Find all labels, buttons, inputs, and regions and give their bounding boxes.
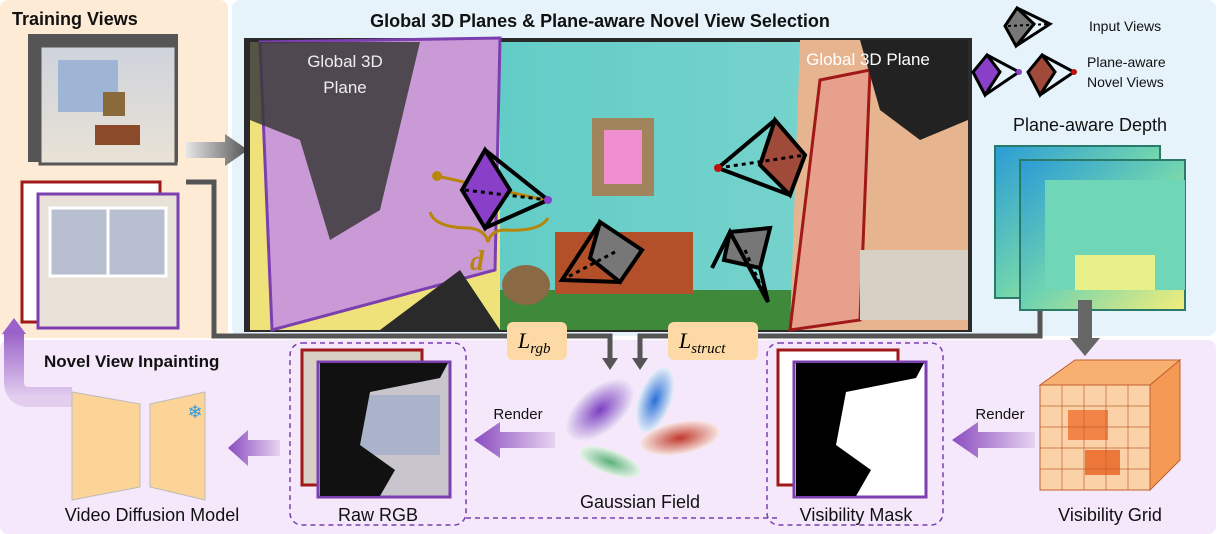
legend-novel-camera-red-icon (1026, 52, 1077, 98)
video-diffusion-model-icon (71, 391, 206, 501)
legend-novel-camera-purple-icon (971, 52, 1022, 98)
legend-novel-views-line2: Novel Views (1087, 74, 1164, 90)
legend-novel-views-line1: Plane-aware (1087, 54, 1166, 70)
connector-arrowhead (632, 358, 648, 370)
arrow-render-left (474, 422, 555, 458)
raw-rgb-images (300, 348, 452, 499)
arrow-depth-to-grid-head (1070, 338, 1100, 356)
svg-text:Lstruct: Lstruct (678, 328, 726, 357)
visibility-mask-images (776, 348, 928, 499)
svg-text:Lrgb: Lrgb (517, 328, 551, 357)
input-view-camera-1 (558, 218, 645, 285)
arrow-depth-to-grid (1078, 300, 1092, 340)
connector-arrowhead (602, 358, 618, 370)
plane-label-left-line2: Plane (323, 78, 366, 97)
visibility-grid-label: Visibility Grid (1058, 505, 1162, 525)
visibility-grid-cube (1038, 358, 1182, 492)
gaussian-field-ellipses (566, 367, 720, 478)
video-diffusion-label: Video Diffusion Model (65, 505, 239, 525)
legend-input-views: Input Views (1089, 18, 1161, 34)
input-view-camera-2 (710, 225, 773, 303)
plane-aware-depth-maps (994, 145, 1186, 311)
distance-symbol: d (470, 246, 485, 277)
connector-lstruct (637, 300, 1043, 360)
plane-label-right: Global 3D Plane (806, 50, 930, 69)
arrow-to-diffusion (228, 430, 280, 466)
gaussian-field-label: Gaussian Field (580, 492, 700, 512)
training-views-title: Training Views (12, 9, 138, 29)
novel-view-camera-red (714, 116, 808, 199)
novel-view-camera-purple (459, 146, 552, 232)
plane-label-left-line1: Global 3D (307, 52, 383, 71)
scene-render (244, 36, 972, 332)
arrow-back-to-training (4, 332, 72, 407)
render-label-right: Render (975, 406, 1024, 423)
visibility-mask-label: Visibility Mask (800, 505, 914, 525)
raw-rgb-label: Raw RGB (338, 505, 418, 525)
distance-brace (428, 211, 550, 243)
legend-input-camera-icon (1003, 5, 1054, 49)
depth-title: Plane-aware Depth (1013, 115, 1167, 135)
visibility-mask-group (766, 342, 944, 526)
loss-struct-box: Lstruct (668, 322, 758, 360)
distance-endpoint (432, 171, 442, 181)
training-view-image-2 (20, 180, 180, 330)
arrow-back-head (2, 318, 26, 334)
training-view-image-1 (28, 34, 178, 166)
plane-selection-title: Global 3D Planes & Plane-aware Novel Vie… (370, 11, 830, 31)
raw-rgb-group (289, 342, 467, 526)
arrow-to-scene (186, 134, 248, 166)
inpainting-title: Novel View Inpainting (44, 352, 219, 371)
snowflake-frozen-icon: ❄ (187, 402, 202, 422)
render-label-left: Render (493, 406, 542, 423)
arrow-render-right (952, 422, 1035, 458)
connector-lrgb (186, 179, 613, 360)
loss-rgb-box: Lrgb (507, 322, 567, 360)
